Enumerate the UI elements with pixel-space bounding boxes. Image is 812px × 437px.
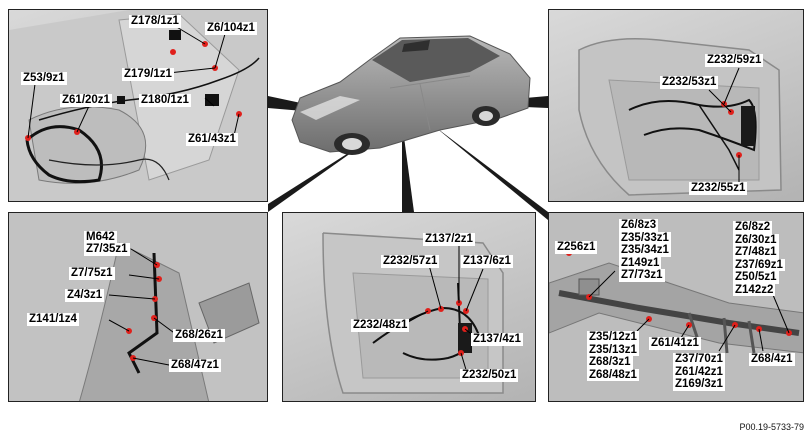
callout-label: Z141/1z4 (27, 313, 79, 326)
panel-front-seat: Z178/1z1 Z6/104z1 Z179/1z1 Z53/9z1 Z61/2… (8, 9, 268, 202)
rear-door-drawing (578, 38, 782, 196)
callout-group-a: Z6/8z3 Z35/33z1 Z35/34z1 Z149z1 Z7/73z1 (619, 219, 671, 282)
callout-label: Z232/48z1 (351, 319, 410, 332)
callout-label: Z232/53z1 (660, 76, 719, 89)
callout-label: Z7/73z1 (619, 269, 665, 282)
panel-rear-door: Z232/59z1 Z232/53z1 Z232/55z1 (548, 9, 804, 202)
callout-label: Z256z1 (555, 241, 598, 254)
callout-label: Z4/3z1 (65, 289, 105, 302)
callout-label: Z68/4z1 (749, 353, 795, 366)
figure-code: P00.19-5733-79 (739, 422, 804, 432)
callout-label: Z6/104z1 (205, 22, 257, 35)
callout-label: M642 (84, 231, 117, 244)
callout-label: Z35/33z1 (619, 231, 671, 244)
callout-label: Z149z1 (619, 256, 662, 269)
callout-label: Z53/9z1 (21, 72, 67, 85)
callout-label: Z7/48z1 (733, 246, 779, 259)
callout-label: Z37/69z1 (733, 258, 785, 271)
callout-label: Z232/59z1 (705, 54, 764, 67)
callout-label: Z6/8z3 (619, 219, 659, 232)
callout-label: Z180/1z1 (139, 94, 191, 107)
panel-front-door: Z137/2z1 Z232/57z1 Z137/6z1 Z232/48z1 Z1… (282, 212, 536, 402)
callout-label: Z7/75z1 (69, 267, 115, 280)
callout-label: Z61/41z1 (649, 337, 701, 350)
callout-group-c: Z35/12z1 Z35/13z1 Z68/3z1 Z68/48z1 (587, 331, 639, 381)
panel-footwell: M642 Z7/35z1 Z7/75z1 Z4/3z1 Z141/1z4 Z68… (8, 212, 268, 402)
callout-label: Z68/3z1 (587, 356, 633, 369)
callout-label: Z68/48z1 (587, 368, 639, 381)
callout-group-b: Z6/8z2 Z6/30z1 Z7/48z1 Z37/69z1 Z50/5z1 … (733, 221, 785, 296)
panel-floor-channel: Z256z1 Z6/8z3 Z35/33z1 Z35/34z1 Z149z1 Z… (548, 212, 804, 402)
callout-label: Z232/50z1 (460, 369, 519, 382)
callout-label: Z142z2 (733, 283, 776, 296)
callout-label: Z137/6z1 (461, 255, 513, 268)
callout-label: Z61/42z1 (673, 365, 725, 378)
callout-label: Z61/43z1 (186, 133, 238, 146)
callout-label: Z7/35z1 (84, 243, 130, 256)
callout-label: Z68/26z1 (173, 329, 225, 342)
callout-label: Z35/34z1 (619, 244, 671, 257)
callout-label: Z232/57z1 (381, 255, 440, 268)
callout-label: Z137/4z1 (471, 333, 523, 346)
footwell-drawing (9, 213, 267, 401)
callout-label: Z35/13z1 (587, 343, 639, 356)
callout-group-d: Z37/70z1 Z61/42z1 Z169/3z1 (673, 353, 725, 391)
callout-label: Z61/20z1 (60, 94, 112, 107)
callout-label: Z37/70z1 (673, 353, 725, 366)
callout-label: Z35/12z1 (587, 331, 639, 344)
front-door-drawing (322, 232, 504, 394)
callout-label: Z232/55z1 (689, 182, 748, 195)
callout-label: Z6/8z2 (733, 221, 773, 234)
callout-label: Z68/47z1 (169, 359, 221, 372)
callout-label: Z169/3z1 (673, 378, 725, 391)
callout-label: Z6/30z1 (733, 233, 779, 246)
seat-wiring-drawing (9, 10, 267, 201)
callout-label: Z179/1z1 (122, 68, 174, 81)
callout-label: Z50/5z1 (733, 271, 779, 284)
callout-label: Z178/1z1 (129, 15, 181, 28)
callout-label: Z137/2z1 (423, 233, 475, 246)
